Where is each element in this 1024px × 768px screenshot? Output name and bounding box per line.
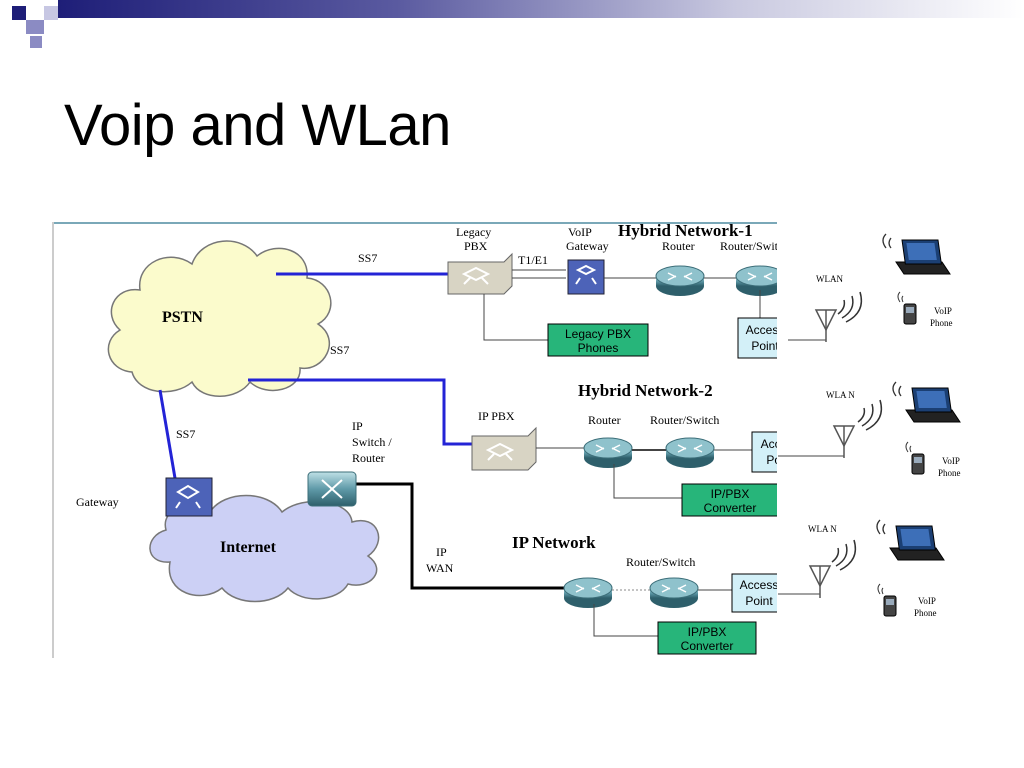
antenna-1-icon [815, 309, 837, 343]
router-switch-label-2: Router/Switch [650, 413, 719, 427]
router-switch-label-1: Router/Switch [720, 239, 777, 253]
ip-pbx-label: IP PBX [478, 409, 515, 423]
network-diagram: PSTN Internet SS7 SS7 SS7 IP WAN Hybrid … [52, 222, 777, 658]
converter-1-box: IP/PBX Converter [681, 483, 777, 517]
wlan-label-3: WLA N [808, 524, 837, 534]
ip-wan-label-1: IP [436, 545, 447, 559]
gateway-label: Gateway [76, 495, 119, 509]
router-switch-label-3: Router/Switch [626, 555, 695, 569]
legacy-pbx-icon [447, 252, 513, 295]
title-accent-bar [12, 0, 1024, 48]
wifi-waves-2-icon [857, 399, 883, 431]
ss7-trunk-3 [158, 389, 178, 485]
ip-pbx-icon [471, 426, 537, 471]
t1e1-label: T1/E1 [518, 253, 548, 267]
access-point-1-box: Access Point [737, 317, 777, 359]
svg-text:Phone: Phone [938, 468, 961, 478]
slide-title: Voip and WLan [64, 93, 451, 158]
svg-text:IP/PBX: IP/PBX [711, 487, 750, 501]
ip-switch-label-2: Switch / [352, 435, 392, 449]
laptop-3-icon [876, 519, 945, 561]
hybrid-network-2-title: Hybrid Network-2 [578, 381, 713, 400]
svg-text:Phone: Phone [914, 608, 937, 618]
antenna-3-icon [809, 565, 831, 599]
wifi-waves-3-icon [831, 539, 857, 571]
wifi-waves-1-icon [837, 291, 863, 323]
ss7-trunk-2 [248, 378, 474, 446]
svg-text:VoIP: VoIP [918, 596, 936, 606]
voip-gateway-label-1: VoIP [568, 225, 592, 239]
voip-gateway-icon [567, 259, 605, 295]
legacy-pbx-label-1: Legacy [456, 225, 491, 239]
svg-text:Legacy PBX: Legacy PBX [565, 327, 631, 341]
ip-wan-label-2: WAN [426, 561, 454, 575]
voip-gateway-label-2: Gateway [566, 239, 609, 253]
hybrid-network-1-title: Hybrid Network-1 [618, 222, 753, 240]
access-point-3-box: Access Point [731, 573, 777, 613]
laptop-1-icon [882, 233, 951, 275]
pstn-cloud [107, 240, 332, 397]
router-switch-2-icon [665, 437, 715, 469]
ip-wan-link [356, 482, 564, 590]
svg-text:Phone: Phone [930, 318, 953, 328]
wlan-label-2: WLA N [826, 390, 855, 400]
pstn-label: PSTN [162, 309, 203, 326]
ip-switch-label-3: Router [352, 451, 385, 465]
svg-text:Access: Access [740, 578, 777, 592]
svg-text:Point: Point [766, 453, 777, 467]
router-label-2: Router [588, 413, 621, 427]
ip-switch-label-1: IP [352, 419, 363, 433]
voip-phone-2-icon [905, 441, 925, 475]
svg-text:Access: Access [746, 323, 777, 337]
router-switch-1-icon [735, 265, 777, 297]
internet-label: Internet [220, 539, 277, 556]
svg-text:VoIP: VoIP [934, 306, 952, 316]
svg-text:Point: Point [745, 594, 773, 608]
voip-phone-3-icon [877, 583, 897, 617]
legacy-pbx-label-2: PBX [464, 239, 488, 253]
router-1-icon [655, 265, 705, 297]
antenna-2-icon [833, 425, 855, 459]
ss7-label-3: SS7 [176, 427, 195, 441]
ss7-label-1: SS7 [358, 251, 377, 265]
svg-text:VoIP: VoIP [942, 456, 960, 466]
ip-network-title: IP Network [512, 533, 596, 552]
access-point-2-box: Access Point [751, 431, 777, 473]
wlan-label-1: WLAN [816, 274, 843, 284]
svg-text:Converter: Converter [681, 639, 734, 653]
laptop-2-icon [892, 381, 961, 423]
ip-switch-router-icon [307, 471, 357, 507]
svg-text:Access: Access [761, 437, 777, 451]
ss7-label-2: SS7 [330, 343, 349, 357]
svg-text:Point: Point [751, 339, 777, 353]
wireless-clients: WLAN VoIP Phone WLA N VoIP Phone WLA N V… [778, 233, 961, 618]
legacy-pbx-phones-box: Legacy PBX Phones [547, 323, 649, 357]
router-label-1: Router [662, 239, 695, 253]
gateway-icon [165, 477, 213, 517]
converter-2-box: IP/PBX Converter [657, 621, 757, 655]
router-3-icon [563, 577, 613, 609]
svg-text:Converter: Converter [704, 501, 757, 515]
router-2-icon [583, 437, 633, 469]
router-switch-3-icon [649, 577, 699, 609]
svg-text:Phones: Phones [578, 341, 619, 355]
svg-text:IP/PBX: IP/PBX [688, 625, 727, 639]
voip-phone-1-icon [897, 291, 917, 325]
